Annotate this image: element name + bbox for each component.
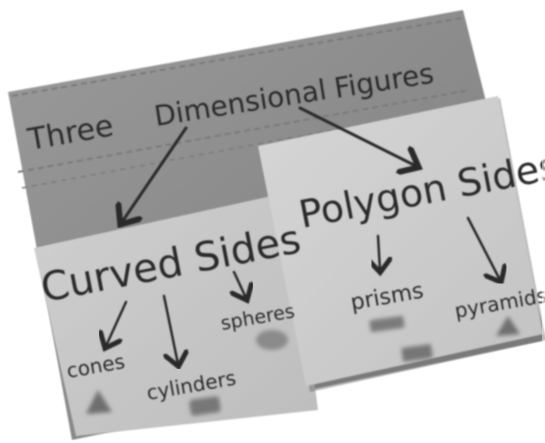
arrow-to-spheres — [234, 270, 246, 298]
polygon-arrows — [378, 216, 500, 280]
arrow-to-pyramids — [466, 216, 500, 280]
arrow-to-polygon-sides — [298, 106, 416, 166]
arrow-to-cylinders — [162, 294, 178, 364]
curved-sides-card — [34, 192, 318, 436]
arrow-to-prisms — [378, 234, 380, 270]
polygon-sides-card — [258, 96, 545, 392]
cone-picture — [86, 390, 112, 414]
arrow-to-cones — [106, 300, 128, 346]
curved-arrows — [106, 270, 246, 364]
pyramid-picture — [496, 316, 520, 336]
cylinder-picture — [189, 396, 221, 416]
sphere-picture — [256, 330, 288, 350]
title-arrows — [122, 106, 416, 222]
prism-picture-2 — [401, 344, 433, 362]
shape-pictures — [86, 315, 520, 416]
prism-picture — [369, 315, 405, 333]
arrow-to-curved-sides — [122, 126, 188, 222]
